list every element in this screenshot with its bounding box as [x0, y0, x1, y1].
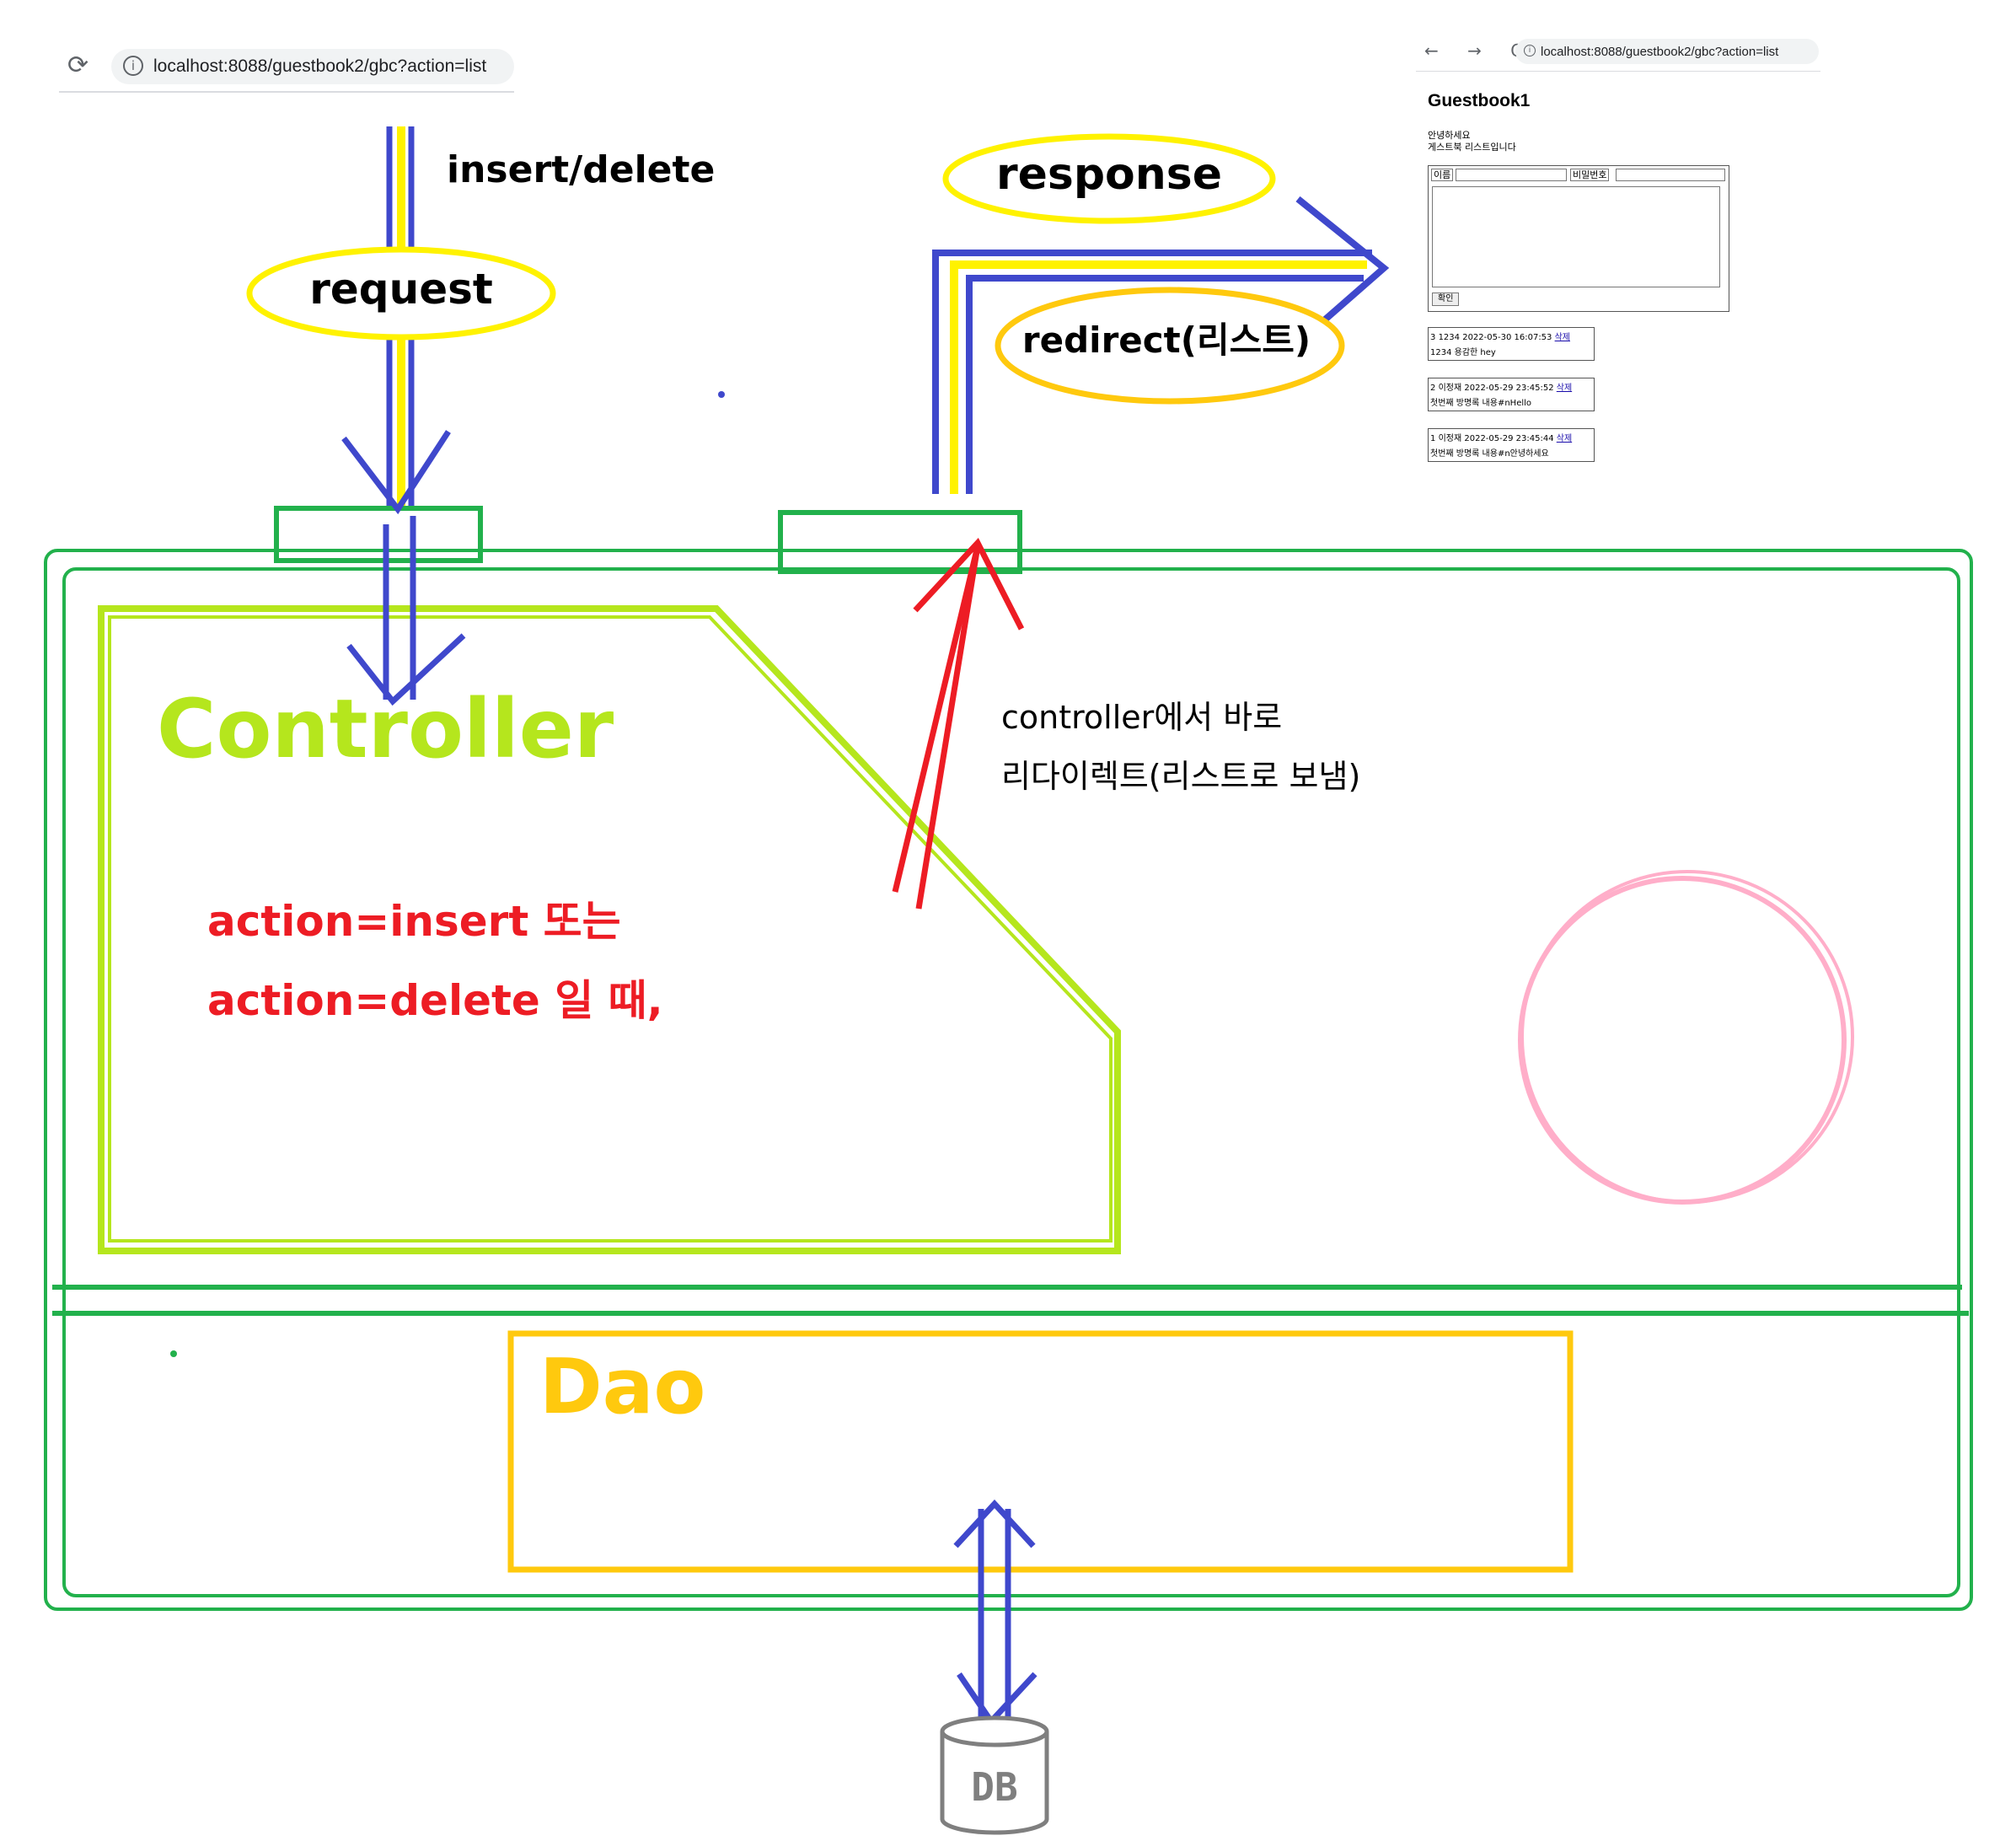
entry-date: 2022-05-29 23:45:52	[1464, 384, 1554, 393]
entry-date: 2022-05-30 16:07:53	[1462, 333, 1552, 342]
entry-no: 1	[1430, 434, 1436, 443]
entry-delete-link[interactable]: 삭제	[1556, 434, 1573, 443]
entry-name: 이정재	[1438, 434, 1462, 443]
controller-box	[98, 605, 1121, 1254]
controller-box-outline	[108, 615, 1113, 1243]
address-pill[interactable]: i localhost:8088/guestbook2/gbc?action=l…	[111, 49, 514, 84]
db-label: DB	[971, 1764, 1017, 1810]
name-input[interactable]	[1456, 169, 1567, 181]
redirect-note-line1: controller에서 바로	[1001, 699, 1282, 736]
guestbook-screenshot: ← → C i localhost:8088/guestbook2/gbc?ac…	[1416, 34, 1820, 472]
name-label: 이름	[1431, 169, 1454, 181]
password-label: 비밀번호	[1570, 169, 1610, 181]
mini-browser-toolbar: ← → C i localhost:8088/guestbook2/gbc?ac…	[1416, 34, 1820, 72]
guestbook-title: Guestbook1	[1428, 91, 1531, 110]
response-label: response	[996, 149, 1222, 200]
dao-title: Dao	[539, 1343, 705, 1431]
request-port	[274, 506, 483, 563]
db-cylinder-body	[940, 1731, 1049, 1835]
entry-no: 2	[1430, 384, 1436, 393]
pink-circle-outline	[1520, 870, 1854, 1204]
response-ellipse	[942, 133, 1276, 224]
request-label: request	[309, 265, 493, 314]
redirect-label: redirect(리스트)	[1022, 319, 1311, 361]
dao-box	[507, 1330, 1574, 1573]
entry-header: 3 1234 2022-05-30 16:07:53 삭제	[1430, 330, 1570, 342]
db-arrow-head-down	[957, 1672, 1037, 1726]
response-path-blue-inner	[966, 275, 1364, 494]
redirect-note-line2: 리다이렉트(리스트로 보냄)	[1001, 758, 1360, 795]
guestbook-form: 이름 비밀번호 확인	[1428, 165, 1729, 312]
nav-icons[interactable]: ← → C	[1424, 40, 1535, 61]
greeting-line1: 안녕하세요	[1428, 130, 1471, 141]
entry-date: 2022-05-29 23:45:44	[1464, 434, 1554, 443]
password-input[interactable]	[1616, 169, 1725, 181]
green-dot	[170, 1350, 177, 1357]
submit-button[interactable]: 확인	[1432, 293, 1460, 306]
blue-dot	[718, 391, 725, 398]
entry-name: 1234	[1438, 333, 1461, 342]
controller-in-head	[346, 633, 466, 706]
request-ellipse	[246, 246, 556, 341]
entry-content: 첫번째 방명록 내용#nHello	[1430, 399, 1532, 408]
response-path-yellow	[950, 260, 1367, 494]
response-port	[778, 510, 1022, 574]
entry-header: 2 이정재 2022-05-29 23:45:52 삭제	[1430, 380, 1572, 393]
mini-browser-url[interactable]: localhost:8088/guestbook2/gbc?action=lis…	[1541, 45, 1779, 59]
entry-content: 첫번째 방명록 내용#n안녕하세요	[1430, 449, 1549, 459]
guestbook-greeting: 안녕하세요 게스트북 리스트입니다	[1428, 130, 1516, 153]
browser-url[interactable]: localhost:8088/guestbook2/gbc?action=lis…	[153, 56, 487, 76]
guestbook-entry: 2 이정재 2022-05-29 23:45:52 삭제 첫번째 방명록 내용#…	[1428, 378, 1595, 411]
guestbook-entry: 3 1234 2022-05-30 16:07:53 삭제 1234 용감한 h…	[1428, 327, 1595, 361]
entry-no: 3	[1430, 333, 1436, 342]
response-arrow-head	[1295, 196, 1390, 330]
content-textarea[interactable]	[1432, 186, 1720, 287]
guestbook-entry: 1 이정재 2022-05-29 23:45:44 삭제 첫번째 방명록 내용#…	[1428, 428, 1595, 462]
db-cylinder-top	[940, 1715, 1049, 1747]
mini-info-icon[interactable]: i	[1524, 45, 1536, 56]
red-arrow-shaft-2	[915, 545, 981, 910]
red-arrow-head	[913, 537, 1025, 631]
action-delete-text: action=delete 일 때,	[207, 976, 663, 1025]
action-insert-text: action=insert 또는	[207, 897, 621, 946]
greeting-line2: 게스트북 리스트입니다	[1428, 142, 1516, 153]
info-icon[interactable]: i	[123, 56, 143, 76]
request-arrow-head	[341, 430, 451, 515]
insert-delete-label: insert/delete	[447, 148, 715, 191]
controller-title: Controller	[157, 682, 614, 776]
response-path-blue-outer	[932, 250, 1372, 494]
entry-delete-link[interactable]: 삭제	[1556, 384, 1573, 393]
entry-name: 이정재	[1438, 384, 1462, 393]
entry-header: 1 이정재 2022-05-29 23:45:44 삭제	[1430, 431, 1572, 443]
redirect-ellipse	[995, 287, 1345, 405]
db-arrow-head-up	[953, 1499, 1036, 1548]
red-arrow-shaft-1	[892, 545, 981, 893]
reload-icon[interactable]: ⟳	[67, 51, 89, 80]
entry-content: 1234 용감한 hey	[1430, 348, 1496, 357]
browser-address-bar: ⟳ i localhost:8088/guestbook2/gbc?action…	[59, 44, 514, 93]
mini-address-pill[interactable]: i localhost:8088/guestbook2/gbc?action=l…	[1515, 39, 1819, 64]
entry-delete-link[interactable]: 삭제	[1554, 333, 1571, 342]
